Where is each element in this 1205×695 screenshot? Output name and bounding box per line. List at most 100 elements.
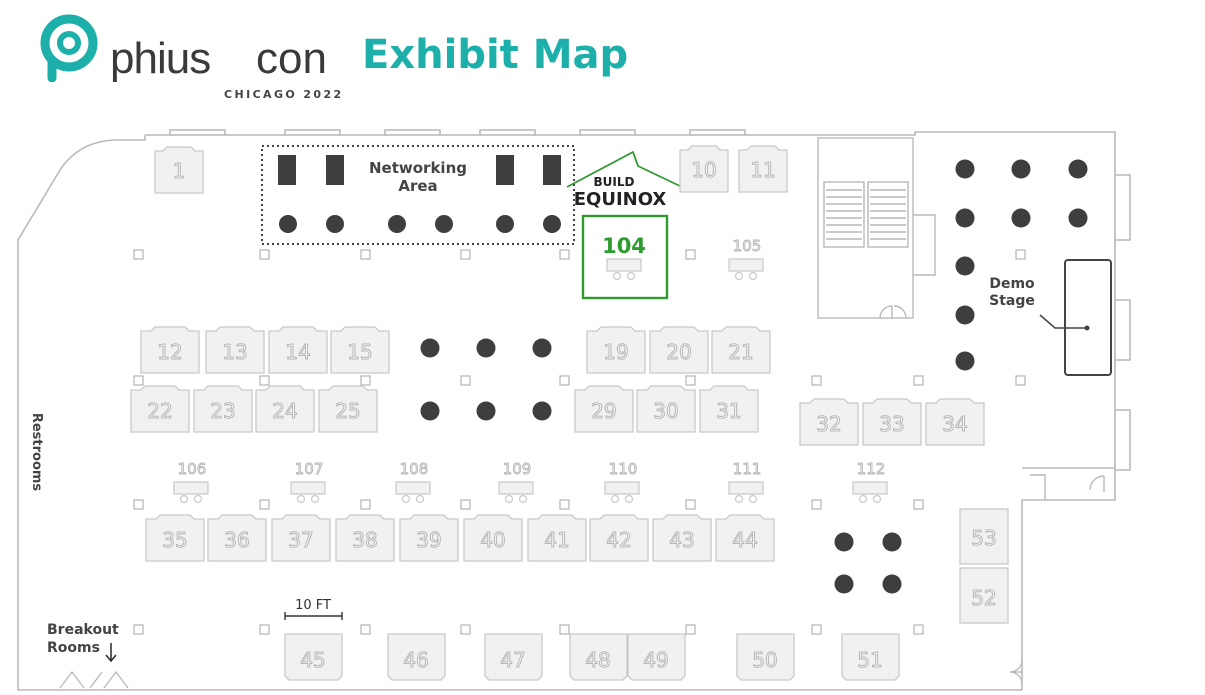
svg-text:24: 24 <box>272 399 297 423</box>
tabletop-booths: 105 106 107 108 109 110 111 112 <box>173 237 888 504</box>
booths: 1 10 11 12 13 14 15 19 20 21 22 23 24 25… <box>130 145 1009 681</box>
svg-text:21: 21 <box>728 340 753 364</box>
booth-13[interactable]: 13 <box>205 326 265 374</box>
booth-45[interactable]: 45 <box>284 633 343 681</box>
svg-text:19: 19 <box>603 340 628 364</box>
round-tables <box>420 159 1088 594</box>
booth-47[interactable]: 47 <box>484 633 543 681</box>
brand-suffix: con <box>256 34 327 83</box>
booth-25[interactable]: 25 <box>318 385 378 433</box>
table-112-label: 112 <box>857 460 886 478</box>
booth-41[interactable]: 41 <box>527 514 587 562</box>
booth-32[interactable]: 32 <box>799 398 859 446</box>
svg-text:29: 29 <box>591 399 616 423</box>
scale-label: 10 FT <box>295 598 331 613</box>
booth-29[interactable]: 29 <box>574 385 634 433</box>
svg-text:43: 43 <box>669 528 694 552</box>
svg-text:51: 51 <box>857 648 882 672</box>
booth-51[interactable]: 51 <box>841 633 900 681</box>
svg-text:33: 33 <box>879 412 904 436</box>
svg-text:39: 39 <box>416 528 441 552</box>
booth-49[interactable]: 49 <box>627 633 686 681</box>
table-110-label: 110 <box>609 460 638 478</box>
booth-46[interactable]: 46 <box>387 633 446 681</box>
sponsor-equinox-label: EQUINOX <box>574 189 667 210</box>
demo-label-1: Demo <box>989 276 1035 292</box>
page-title: Exhibit Map <box>362 32 629 78</box>
networking-label-1: Networking <box>369 159 467 177</box>
svg-text:35: 35 <box>162 528 187 552</box>
breakout-label-2: Rooms <box>47 640 100 656</box>
svg-text:11: 11 <box>750 158 775 182</box>
booth-23[interactable]: 23 <box>193 385 253 433</box>
booth-22[interactable]: 22 <box>130 385 190 433</box>
svg-text:47: 47 <box>500 648 525 672</box>
booth-12[interactable]: 12 <box>140 326 200 374</box>
booth-35[interactable]: 35 <box>145 514 205 562</box>
svg-text:46: 46 <box>403 648 428 672</box>
booth-50[interactable]: 50 <box>736 633 795 681</box>
booth-11[interactable]: 11 <box>738 145 788 193</box>
booth-52[interactable]: 52 <box>959 567 1009 624</box>
svg-text:20: 20 <box>666 340 691 364</box>
brand-name: phius <box>110 34 211 83</box>
brand-subtitle: CHICAGO 2022 <box>224 88 344 101</box>
booth-104-label: 104 <box>602 234 646 258</box>
networking-area: Networking Area <box>261 145 575 245</box>
booth-43[interactable]: 43 <box>652 514 712 562</box>
booth-37[interactable]: 37 <box>271 514 331 562</box>
breakout-rooms: Breakout Rooms <box>47 622 1023 689</box>
breakout-label-1: Breakout <box>47 622 119 638</box>
table-106-label: 106 <box>178 460 207 478</box>
booth-39[interactable]: 39 <box>399 514 459 562</box>
booth-42[interactable]: 42 <box>589 514 649 562</box>
svg-text:30: 30 <box>653 399 678 423</box>
svg-text:48: 48 <box>585 648 610 672</box>
header: phius con CHICAGO 2022 Exhibit Map <box>38 12 678 101</box>
booth-21[interactable]: 21 <box>711 326 771 374</box>
svg-text:23: 23 <box>210 399 235 423</box>
arrow-down-icon <box>105 643 117 663</box>
table-108-label: 108 <box>400 460 429 478</box>
booth-15[interactable]: 15 <box>330 326 390 374</box>
table-107-label: 107 <box>295 460 324 478</box>
booth-38[interactable]: 38 <box>335 514 395 562</box>
booth-20[interactable]: 20 <box>649 326 709 374</box>
svg-text:15: 15 <box>347 340 372 364</box>
svg-text:45: 45 <box>300 648 325 672</box>
table-105-label: 105 <box>733 237 762 255</box>
svg-text:38: 38 <box>352 528 377 552</box>
svg-text:31: 31 <box>716 399 741 423</box>
svg-text:52: 52 <box>971 586 996 610</box>
demo-label-2: Stage <box>989 293 1035 309</box>
booth-31[interactable]: 31 <box>699 385 759 433</box>
svg-text:1: 1 <box>173 159 186 183</box>
svg-text:50: 50 <box>752 648 777 672</box>
svg-text:36: 36 <box>224 528 249 552</box>
booth-1[interactable]: 1 <box>154 146 204 194</box>
sponsor-build-label: BUILD <box>594 175 635 189</box>
restrooms-label: Restrooms <box>29 413 44 492</box>
booth-14[interactable]: 14 <box>268 326 328 374</box>
stair-core <box>817 137 1115 500</box>
svg-text:53: 53 <box>971 526 996 550</box>
svg-text:25: 25 <box>335 399 360 423</box>
svg-text:10: 10 <box>691 158 716 182</box>
booth-48[interactable]: 48 <box>569 633 628 681</box>
booth-33[interactable]: 33 <box>862 398 922 446</box>
networking-label-2: Area <box>398 177 437 195</box>
svg-text:44: 44 <box>732 528 757 552</box>
svg-text:49: 49 <box>643 648 668 672</box>
booth-24[interactable]: 24 <box>255 385 315 433</box>
booth-30[interactable]: 30 <box>636 385 696 433</box>
booth-19[interactable]: 19 <box>586 326 646 374</box>
booth-36[interactable]: 36 <box>207 514 267 562</box>
booth-44[interactable]: 44 <box>715 514 775 562</box>
booth-34[interactable]: 34 <box>925 398 985 446</box>
booth-104-highlight[interactable]: BUILD EQUINOX 104 <box>566 150 683 300</box>
booth-10[interactable]: 10 <box>679 145 729 193</box>
booth-40[interactable]: 40 <box>463 514 523 562</box>
booth-53[interactable]: 53 <box>959 508 1009 565</box>
table-111-label: 111 <box>733 460 762 478</box>
